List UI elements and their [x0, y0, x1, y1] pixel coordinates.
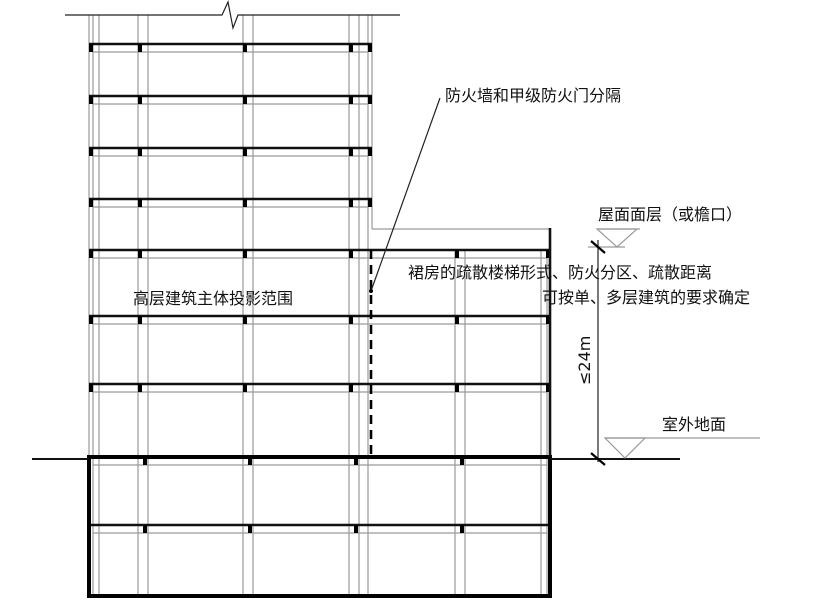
beam: [349, 384, 353, 392]
beam: [349, 316, 353, 324]
beam: [89, 316, 93, 324]
firewall-leader-line: [370, 97, 441, 292]
beam: [368, 44, 372, 52]
beam: [368, 96, 372, 104]
beam: [546, 250, 550, 258]
beam: [89, 250, 93, 258]
beam: [368, 148, 372, 156]
beam: [243, 96, 247, 104]
break-line: [65, 0, 400, 31]
beam: [89, 96, 93, 104]
beam: [143, 457, 147, 465]
beam: [89, 199, 93, 207]
beam: [243, 250, 247, 258]
beam: [243, 384, 247, 392]
beam: [138, 148, 142, 156]
dimension-tick-top: [590, 240, 606, 254]
floor-slabs: [89, 42, 550, 534]
beam: [460, 457, 464, 465]
podium-note-line2: 可按单、多层建筑的要求确定: [542, 288, 750, 307]
beam: [349, 148, 353, 156]
beam: [455, 250, 459, 258]
beam: [455, 316, 459, 324]
beam: [354, 457, 358, 465]
roof-level-marker-icon: [595, 228, 639, 248]
beam: [138, 96, 142, 104]
beam: [89, 44, 93, 52]
beam: [455, 384, 459, 392]
beam: [248, 457, 252, 465]
ground-level-marker-icon: [603, 437, 647, 459]
beam: [89, 384, 93, 392]
beam: [349, 250, 353, 258]
beam: [138, 316, 142, 324]
beam: [546, 316, 550, 324]
beam: [138, 44, 142, 52]
leader-dot: [369, 289, 373, 293]
roof-level-label: 屋面面层（或檐口）: [598, 205, 742, 224]
beam: [138, 384, 142, 392]
beam: [243, 148, 247, 156]
beam: [349, 199, 353, 207]
beam: [138, 250, 142, 258]
beam: [143, 525, 147, 533]
beam: [546, 384, 550, 392]
firewall-label: 防火墙和甲级防火门分隔: [445, 86, 621, 105]
beam: [243, 44, 247, 52]
beam: [368, 199, 372, 207]
height-limit-label: ≤24m: [575, 336, 594, 385]
beam: [354, 525, 358, 533]
tower-projection-label: 高层建筑主体投影范围: [133, 289, 293, 308]
beam: [243, 316, 247, 324]
beam: [243, 199, 247, 207]
beam: [138, 199, 142, 207]
beam: [460, 525, 464, 533]
beam: [349, 96, 353, 104]
ground-level-label: 室外地面: [662, 415, 726, 434]
podium-note-line1: 裙房的疏散楼梯形式、防火分区、疏散距离: [408, 263, 712, 282]
basement-outline: [87, 455, 552, 598]
beam: [248, 525, 252, 533]
dimension-tick-bottom: [590, 452, 606, 466]
beam: [349, 44, 353, 52]
beam: [89, 148, 93, 156]
